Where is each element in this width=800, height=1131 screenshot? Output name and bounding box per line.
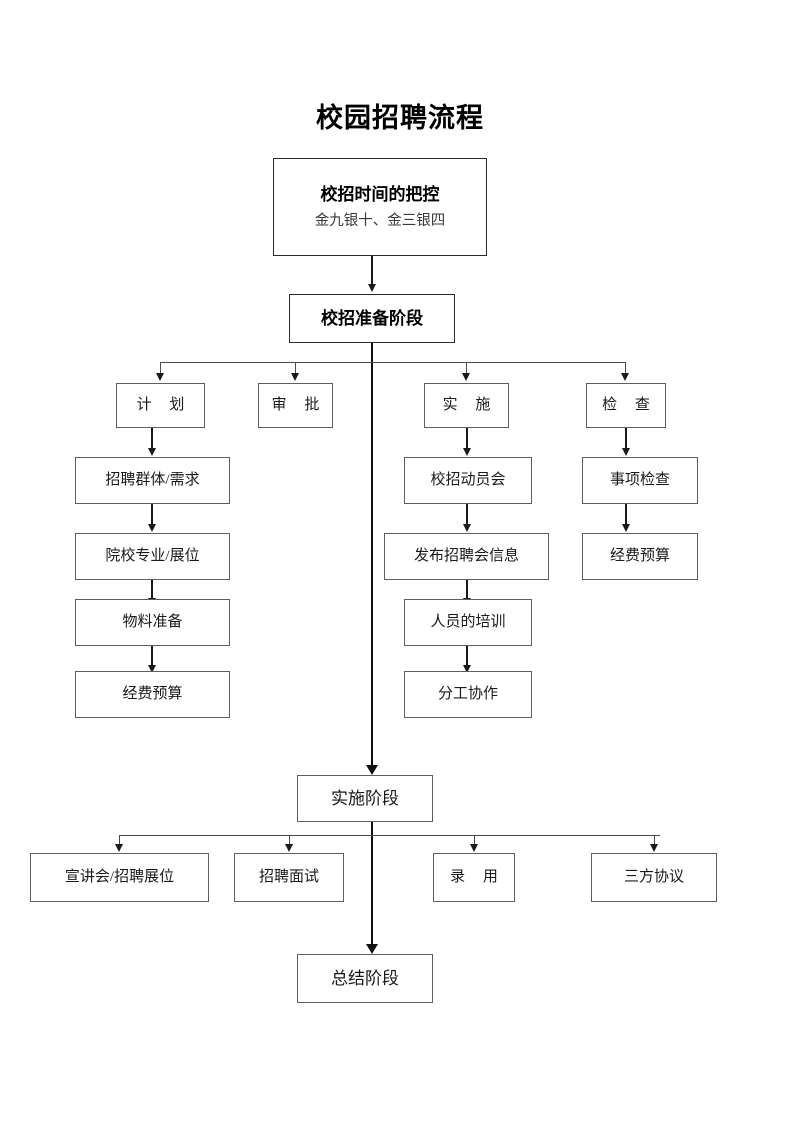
drop-to-implement-child-1 — [119, 835, 120, 845]
arrow-to-implement-child-2 — [285, 844, 293, 852]
node-implement-child-4-label: 三方协议 — [623, 869, 684, 886]
node-execute-item-1-label: 校招动员会 — [430, 472, 506, 489]
node-timing-control-subtitle: 金九银十、金三银四 — [314, 213, 446, 230]
node-plan-item-3-label: 物料准备 — [122, 614, 183, 631]
node-summary-stage-label: 总结阶段 — [331, 968, 399, 988]
node-plan-item-2-label: 院校专业/展位 — [105, 548, 200, 565]
connector-execute-item2-to-item3 — [466, 580, 468, 599]
arrow-to-category-check — [621, 373, 629, 381]
arrow-to-implement-child-4 — [650, 844, 658, 852]
node-implement-stage[interactable]: 实施阶段 — [297, 775, 433, 822]
node-plan-item-1[interactable]: 招聘群体/需求 — [75, 457, 230, 504]
connector-plan-item3-to-item4 — [151, 646, 153, 667]
arrow-plan-item1-to-item2 — [147, 524, 156, 532]
connector-check-to-item1 — [625, 428, 627, 449]
arrow-to-implement-child-1 — [115, 844, 123, 852]
arrow-plan-to-item1 — [147, 448, 156, 456]
arrow-check-to-item1 — [621, 448, 630, 456]
drop-to-implement-child-2 — [289, 835, 290, 845]
node-category-approve-label: 审 批 — [271, 397, 327, 414]
drop-to-category-check — [625, 362, 626, 374]
arrow-check-item1-to-item2 — [621, 524, 630, 532]
node-check-item-2-label: 经费预算 — [609, 548, 670, 565]
page-title: 校园招聘流程 — [316, 103, 484, 133]
spine-implement-to-summary — [370, 822, 373, 946]
arrow-to-category-plan — [156, 373, 164, 381]
drop-to-category-approve — [295, 362, 296, 374]
node-execute-item-3-label: 人员的培训 — [430, 614, 506, 631]
node-summary-stage[interactable]: 总结阶段 — [297, 954, 433, 1003]
node-execute-item-3[interactable]: 人员的培训 — [404, 599, 532, 646]
node-execute-item-2-label: 发布招聘会信息 — [413, 548, 519, 565]
node-implement-stage-label: 实施阶段 — [331, 788, 399, 808]
arrow-plan-item3-to-item4 — [147, 665, 156, 673]
connector-execute-item1-to-item2 — [466, 504, 468, 525]
arrow-execute-item1-to-item2 — [462, 524, 471, 532]
connector-plan-to-item1 — [151, 428, 153, 449]
arrow-to-implement-child-3 — [470, 844, 478, 852]
node-category-check[interactable]: 检 查 — [586, 383, 666, 428]
node-check-item-2[interactable]: 经费预算 — [582, 533, 698, 580]
node-execute-item-1[interactable]: 校招动员会 — [404, 457, 532, 504]
drop-to-category-execute — [466, 362, 467, 374]
connector-check-item1-to-item2 — [625, 504, 627, 525]
node-check-item-1-label: 事项检查 — [609, 472, 670, 489]
main-spine — [370, 343, 373, 767]
node-execute-item-4-label: 分工协作 — [437, 686, 498, 703]
node-implement-child-1-label: 宣讲会/招聘展位 — [64, 869, 175, 886]
connector-execute-to-item1 — [466, 428, 468, 449]
node-category-plan-label: 计 划 — [136, 397, 192, 414]
drop-to-implement-child-3 — [474, 835, 475, 845]
arrow-timing-to-prepare — [367, 284, 376, 292]
node-category-execute-label: 实 施 — [442, 397, 498, 414]
drop-to-category-plan — [160, 362, 161, 374]
node-plan-item-4[interactable]: 经费预算 — [75, 671, 230, 718]
node-plan-item-1-label: 招聘群体/需求 — [105, 472, 200, 489]
node-category-approve[interactable]: 审 批 — [258, 383, 333, 428]
node-implement-child-2[interactable]: 招聘面试 — [234, 853, 344, 902]
bus-implement-children — [119, 835, 660, 836]
node-category-check-label: 检 查 — [602, 397, 657, 414]
node-plan-item-2[interactable]: 院校专业/展位 — [75, 533, 230, 580]
node-check-item-1[interactable]: 事项检查 — [582, 457, 698, 504]
connector-timing-to-prepare — [371, 256, 373, 286]
arrow-spine-to-summary — [365, 944, 378, 954]
arrow-spine-to-implement — [365, 765, 378, 775]
node-timing-control[interactable]: 校招时间的把控 金九银十、金三银四 — [273, 158, 487, 256]
connector-plan-item2-to-item3 — [151, 580, 153, 599]
node-implement-child-2-label: 招聘面试 — [258, 869, 319, 886]
node-execute-item-4[interactable]: 分工协作 — [404, 671, 532, 718]
node-implement-child-3[interactable]: 录 用 — [433, 853, 515, 902]
node-execute-item-2[interactable]: 发布招聘会信息 — [384, 533, 549, 580]
connector-plan-item1-to-item2 — [151, 504, 153, 525]
bus-categories — [160, 362, 626, 363]
arrow-execute-item3-to-item4 — [462, 665, 471, 673]
arrow-execute-to-item1 — [462, 448, 471, 456]
node-prepare-stage-label: 校招准备阶段 — [321, 308, 423, 328]
node-category-execute[interactable]: 实 施 — [424, 383, 509, 428]
node-prepare-stage[interactable]: 校招准备阶段 — [289, 294, 455, 343]
node-plan-item-4-label: 经费预算 — [122, 686, 183, 703]
arrow-to-category-execute — [462, 373, 470, 381]
connector-execute-item3-to-item4 — [466, 646, 468, 667]
node-plan-item-3[interactable]: 物料准备 — [75, 599, 230, 646]
node-timing-control-title: 校招时间的把控 — [320, 184, 440, 204]
arrow-to-category-approve — [291, 373, 299, 381]
node-implement-child-4[interactable]: 三方协议 — [591, 853, 717, 902]
node-category-plan[interactable]: 计 划 — [116, 383, 205, 428]
node-implement-child-1[interactable]: 宣讲会/招聘展位 — [30, 853, 209, 902]
node-implement-child-3-label: 录 用 — [450, 869, 505, 886]
drop-to-implement-child-4 — [654, 835, 655, 845]
